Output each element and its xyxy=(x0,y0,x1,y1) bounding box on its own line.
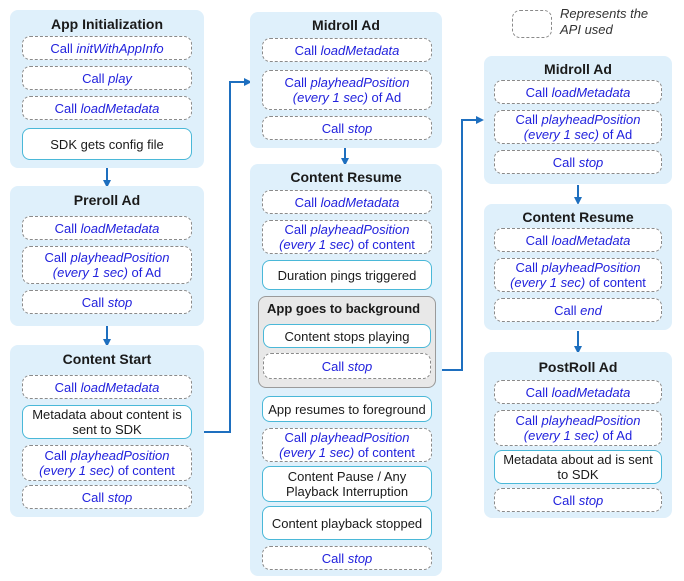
legend-swatch xyxy=(512,10,552,38)
api-call-stop-final: Call stop xyxy=(262,546,432,570)
step-app-resumes: App resumes to foreground xyxy=(262,396,432,422)
api-call-playhead-position: Call playheadPosition(every 1 sec) of co… xyxy=(494,258,662,292)
step-metadata-sent: Metadata about content is sent to SDK xyxy=(22,405,192,439)
api-call-load-metadata: Call loadMetadata xyxy=(22,96,192,120)
panel-midroll-ad-1: Midroll Ad Call loadMetadata Call playhe… xyxy=(250,12,442,148)
panel-content-resume-2: Content Resume Call loadMetadata Call pl… xyxy=(484,204,672,330)
api-call-init-with-app-info: Call initWithAppInfo xyxy=(22,36,192,60)
panel-title: App Initialization xyxy=(51,16,163,32)
api-call-playhead-position: Call playheadPosition(every 1 sec) of Ad xyxy=(22,246,192,284)
panel-title: Content Start xyxy=(62,351,152,367)
legend-text: Represents the API used xyxy=(560,6,649,37)
panel-app-initialization: App Initialization Call initWithAppInfo … xyxy=(10,10,204,168)
panel-title: Preroll Ad xyxy=(73,192,141,208)
panel-title: Midroll Ad xyxy=(544,61,612,77)
api-call-playhead-position-2: Call playheadPosition(every 1 sec) of co… xyxy=(262,428,432,462)
api-call-load-metadata: Call loadMetadata xyxy=(22,216,192,240)
api-call-playhead-position: Call playheadPosition(every 1 sec) of Ad xyxy=(494,410,662,446)
step-sdk-gets-config: SDK gets config file xyxy=(22,128,192,160)
api-call-stop: Call stop xyxy=(22,485,192,509)
panel-preroll-ad: Preroll Ad Call loadMetadata Call playhe… xyxy=(10,186,204,326)
api-call-load-metadata: Call loadMetadata xyxy=(494,228,662,252)
api-call-load-metadata: Call loadMetadata xyxy=(262,38,432,62)
panel-postroll-ad: PostRoll Ad Call loadMetadata Call playh… xyxy=(484,352,672,518)
step-content-stops-playing: Content stops playing xyxy=(263,324,431,348)
api-call-end: Call end xyxy=(494,298,662,322)
api-call-playhead-position: Call playheadPosition(every 1 sec) of co… xyxy=(22,445,192,481)
api-call-stop: Call stop xyxy=(494,150,662,174)
api-call-stop: Call stop xyxy=(263,353,431,379)
api-call-load-metadata: Call loadMetadata xyxy=(22,375,192,399)
panel-midroll-ad-2: Midroll Ad Call loadMetadata Call playhe… xyxy=(484,56,672,184)
api-call-playhead-position: Call playheadPosition(every 1 sec) of co… xyxy=(262,220,432,254)
api-call-stop: Call stop xyxy=(262,116,432,140)
panel-content-resume-1: Content Resume Call loadMetadata Call pl… xyxy=(250,164,442,576)
panel-content-start: Content Start Call loadMetadata Metadata… xyxy=(10,345,204,517)
panel-title: PostRoll Ad xyxy=(538,359,618,375)
step-duration-pings: Duration pings triggered xyxy=(262,260,432,290)
step-playback-stopped: Content playback stopped xyxy=(262,506,432,540)
group-app-background: App goes to background Content stops pla… xyxy=(258,296,436,388)
step-content-pause: Content Pause / Any Playback Interruptio… xyxy=(262,466,432,502)
api-call-load-metadata: Call loadMetadata xyxy=(494,80,662,104)
arrow-content-resume-to-midroll2 xyxy=(442,116,484,371)
api-call-load-metadata: Call loadMetadata xyxy=(262,190,432,214)
api-call-load-metadata: Call loadMetadata xyxy=(494,380,662,404)
panel-title: Midroll Ad xyxy=(312,17,380,33)
api-call-playhead-position: Call playheadPosition(every 1 sec) of Ad xyxy=(262,70,432,110)
arrow-content-start-to-midroll xyxy=(204,78,252,433)
api-call-playhead-position: Call playheadPosition(every 1 sec) of Ad xyxy=(494,110,662,144)
panel-title: Content Resume xyxy=(522,209,634,225)
api-call-stop: Call stop xyxy=(494,488,662,512)
step-ad-metadata-sent: Metadata about ad is sent to SDK xyxy=(494,450,662,484)
api-call-play: Call play xyxy=(22,66,192,90)
group-title: App goes to background xyxy=(267,301,421,316)
api-call-stop: Call stop xyxy=(22,290,192,314)
panel-title: Content Resume xyxy=(290,169,402,185)
